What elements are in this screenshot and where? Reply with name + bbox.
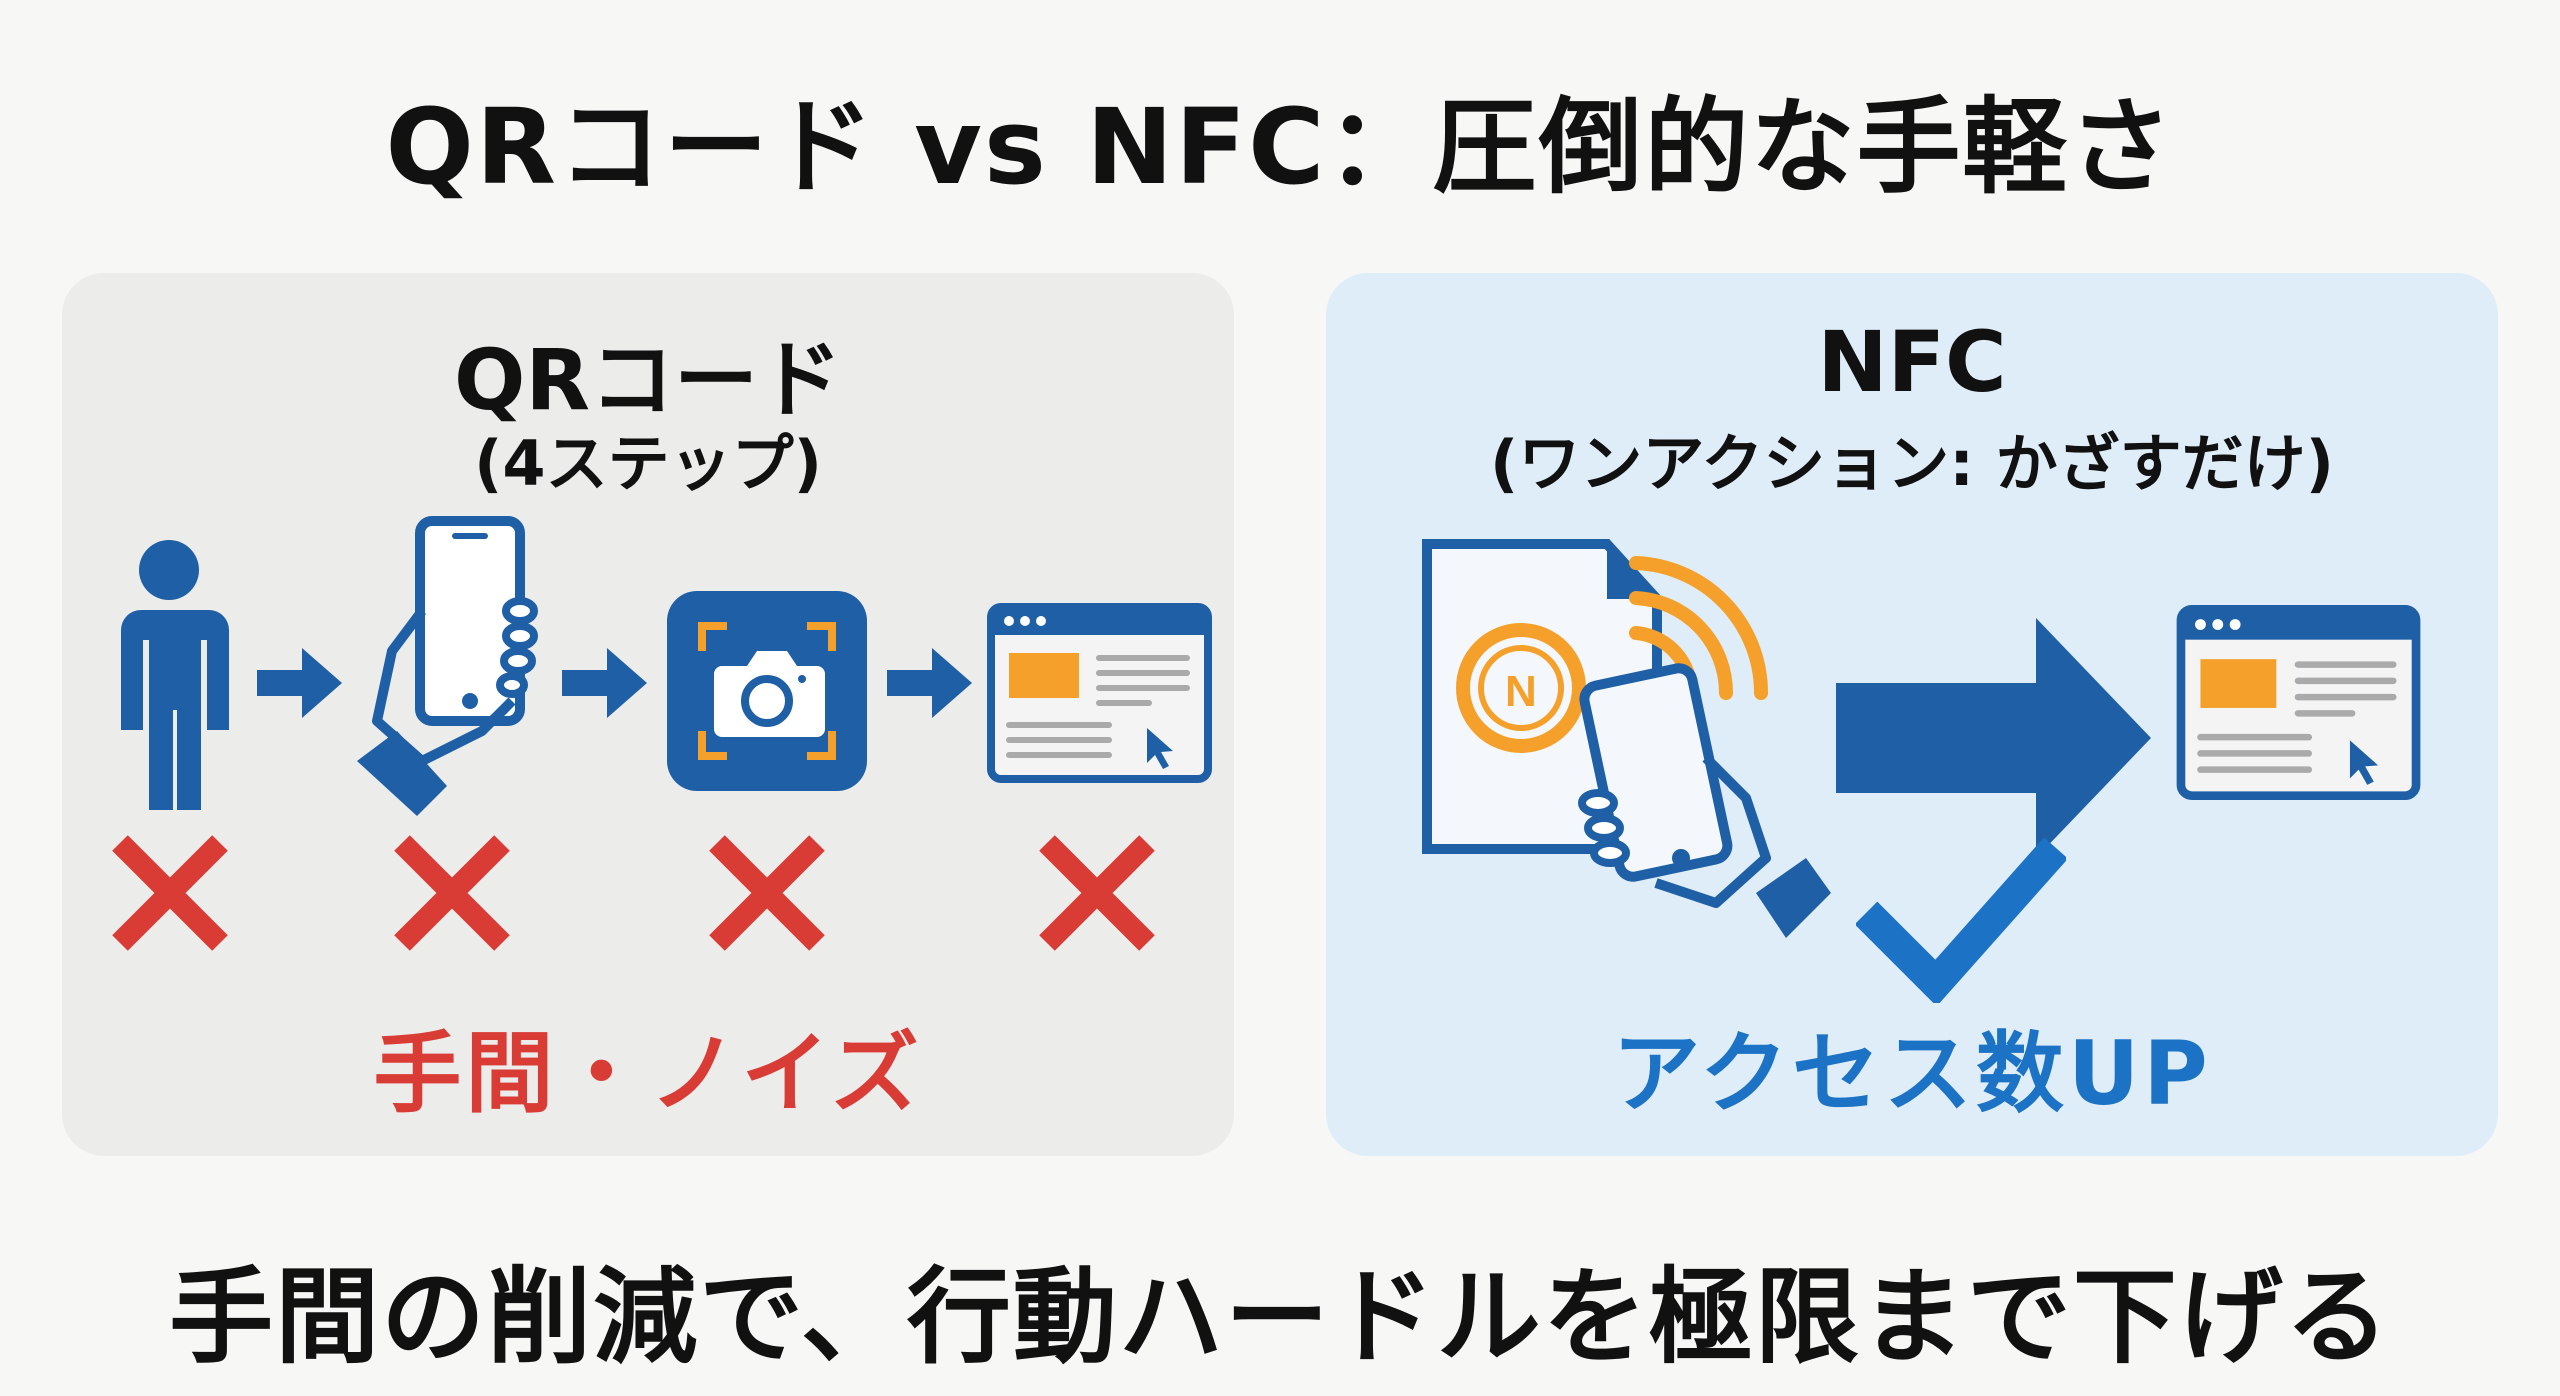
nfc-footer: アクセス数UP	[1612, 1022, 2212, 1125]
camera-scan-icon	[667, 591, 867, 791]
arrow-right-icon	[257, 648, 342, 718]
cross-icon	[112, 835, 228, 951]
arrow-right-icon	[887, 648, 972, 718]
person-icon	[121, 540, 229, 810]
cross-icon	[709, 835, 825, 951]
browser-window-icon	[987, 603, 1212, 783]
hand-phone-icon	[1578, 663, 1831, 938]
browser-window-icon	[2176, 605, 2421, 800]
arrow-right-icon	[562, 648, 647, 718]
nfc-panel: NFC (ワンアクション: かざすだけ) N アクセス数UP	[1326, 273, 2498, 1156]
cross-icon	[394, 835, 510, 951]
cross-icon	[1039, 835, 1155, 951]
qr-code-panel: QRコード (4ステップ) 手間・ノイズ	[62, 273, 1234, 1156]
nfc-subheading: (ワンアクション: かざすだけ)	[1490, 427, 2334, 500]
main-title: QRコード vs NFC：圧倒的な手軽さ	[385, 86, 2175, 208]
svg-text:N: N	[1505, 667, 1537, 716]
tagline: 手間の削減で、行動ハードルを極限まで下げる	[169, 1256, 2391, 1378]
qr-heading: QRコード	[453, 331, 843, 429]
qr-subheading: (4ステップ)	[474, 427, 822, 500]
arrow-right-icon	[1836, 618, 2151, 858]
nfc-heading: NFC	[1817, 313, 2007, 411]
hand-phone-icon	[357, 516, 538, 816]
qr-footer: 手間・ノイズ	[373, 1022, 923, 1125]
checkmark-icon	[1856, 837, 2066, 1003]
